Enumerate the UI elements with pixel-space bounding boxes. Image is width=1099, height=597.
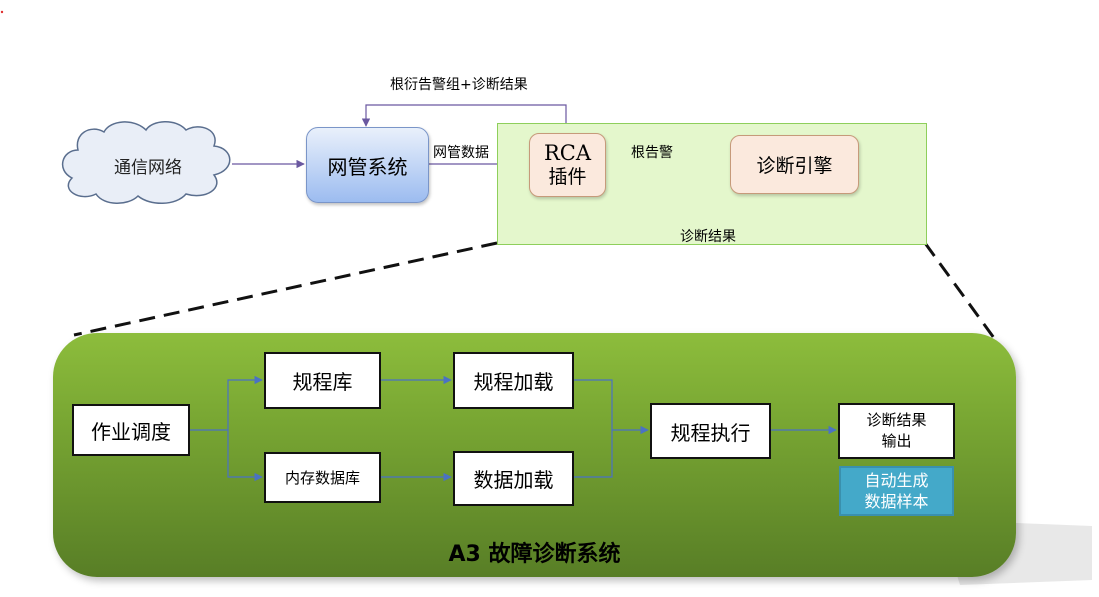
link-rule-load-to-exec [574, 379, 613, 430]
zoom-line-right [923, 242, 996, 339]
job-scheduling-box[interactable]: 作业调度 [72, 404, 190, 456]
diag-output-box[interactable]: 诊断结果 输出 [838, 403, 955, 459]
cloud-label: 通信网络 [114, 157, 182, 178]
arrow-rca-to-nms [361, 104, 567, 133]
output-line-2: 输出 [881, 432, 912, 450]
feedback-label: 根衍告警组+诊断结果 [390, 77, 528, 93]
output-line-1: 诊断结果 [866, 411, 927, 429]
root-alarm-label: 根告警 [631, 145, 673, 161]
zoom-line-left [73, 241, 498, 337]
data-loading-box[interactable]: 数据加载 [453, 451, 574, 506]
network-cloud [61, 121, 231, 204]
rule-loading-box[interactable]: 规程加载 [453, 352, 574, 409]
corner-dot [0, 10, 4, 14]
auto-line-2: 数据样本 [864, 492, 929, 511]
system-title: A3 故障诊断系统 [448, 542, 621, 567]
rca-label: RCA [543, 141, 592, 165]
link-job-to-mem-db [227, 430, 263, 482]
rca-plugin-box[interactable]: RCA 插件 [529, 133, 606, 197]
auto-line-1: 自动生成 [864, 471, 929, 490]
auto-sample-box[interactable]: 自动生成 数据样本 [839, 466, 954, 516]
nms-box[interactable]: 网管系统 [306, 127, 429, 203]
rule-library-box[interactable]: 规程库 [264, 352, 381, 409]
rule-execution-box[interactable]: 规程执行 [650, 403, 771, 459]
nms-data-label: 网管数据 [433, 145, 489, 161]
link-data-load-to-exec [574, 430, 613, 478]
diagnosis-engine-box[interactable]: 诊断引擎 [730, 135, 859, 194]
memory-db-box[interactable]: 内存数据库 [264, 452, 381, 503]
diag-result-label: 诊断结果 [680, 229, 736, 245]
link-job-to-rule-lib [227, 375, 263, 430]
plugin-label: 插件 [548, 166, 587, 188]
